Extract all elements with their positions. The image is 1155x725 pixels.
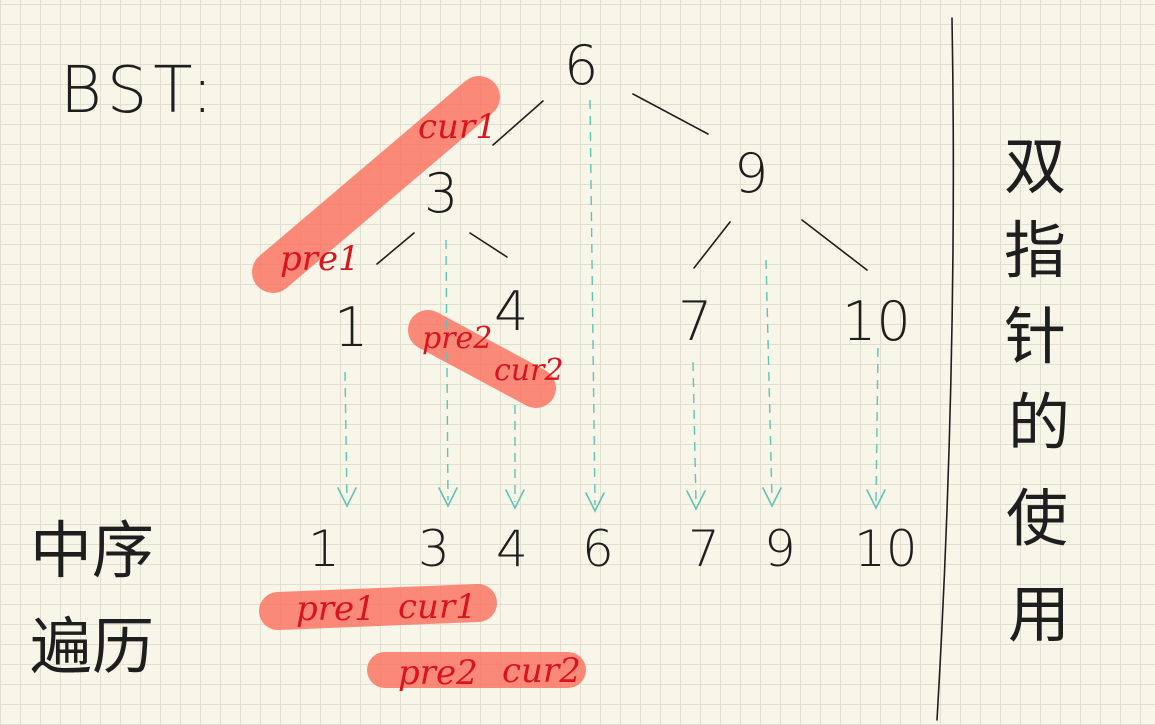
inorder-sequence: 1 3 4 6 7 9 10 — [308, 520, 918, 578]
tree-node-1: 1 — [334, 296, 368, 359]
edge-9-10 — [801, 219, 868, 271]
bst-tree: 6 3 9 1 4 7 10 — [334, 34, 911, 359]
tree-label-cur1: cur1 — [418, 107, 497, 147]
tree-node-10: 10 — [842, 290, 911, 353]
side-title-char-6: 用 — [1008, 578, 1070, 651]
sequence-value-9: 9 — [764, 520, 796, 578]
arrow-7-head — [686, 490, 706, 511]
arrow-1-head — [337, 487, 357, 508]
tree-label-pre1: pre1 — [280, 239, 360, 279]
arrow-4-head — [505, 489, 525, 510]
side-title-char-2: 指 — [1004, 214, 1066, 287]
edge-3-1 — [376, 232, 415, 265]
sequence-value-1: 1 — [308, 520, 340, 578]
tree-node-3: 3 — [424, 162, 458, 225]
arrow-3-head — [438, 487, 458, 508]
tree-node-4: 4 — [494, 280, 528, 343]
side-title-char-3: 针 — [1004, 300, 1066, 373]
arrow-6-head — [585, 492, 605, 513]
sequence-label-cur2: cur2 — [502, 651, 581, 691]
inorder-label-line2: 遍历 — [30, 610, 154, 683]
tree-label-cur2: cur2 — [494, 353, 564, 388]
tree-node-9: 9 — [734, 142, 768, 205]
inorder-label-line1: 中序 — [30, 514, 154, 587]
mapping-arrows — [337, 99, 886, 513]
edge-3-4 — [469, 232, 508, 258]
diagram-title: BST: — [60, 54, 219, 128]
side-title-char-5: 使 — [1006, 482, 1068, 555]
sequence-value-6: 6 — [582, 520, 614, 578]
sequence-label-pre1: pre1 — [296, 589, 376, 629]
sequence-value-3: 3 — [418, 520, 450, 578]
side-title-char-1: 双 — [1004, 130, 1066, 203]
arrow-10-head — [866, 489, 886, 510]
highlight-pre1-cur1-tree — [252, 76, 500, 293]
tree-node-7: 7 — [678, 290, 712, 353]
divider-line — [936, 17, 955, 721]
sequence-value-4: 4 — [496, 520, 528, 578]
sequence-label-pre2: pre2 — [398, 653, 478, 693]
sequence-label-cur1: cur1 — [398, 587, 477, 627]
sequence-value-7: 7 — [688, 520, 720, 578]
edge-6-3 — [492, 100, 544, 146]
arrow-6 — [589, 99, 596, 506]
arrow-1 — [344, 371, 348, 501]
arrow-9-head — [762, 487, 782, 508]
arrow-10 — [875, 347, 879, 503]
side-title: 双 指 针 的 使 用 — [1004, 130, 1070, 651]
edge-9-7 — [693, 221, 731, 269]
tree-node-6: 6 — [564, 34, 598, 97]
highlight-pre2-cur2-tree — [408, 310, 556, 408]
arrow-9 — [765, 259, 773, 501]
arrow-3 — [445, 239, 449, 501]
arrow-7 — [692, 361, 697, 504]
tree-label-pre2: pre2 — [422, 321, 492, 356]
sequence-value-10: 10 — [854, 520, 918, 578]
highlight-pre1-cur1-sequence — [259, 584, 497, 630]
tree-edges — [376, 93, 868, 271]
side-title-char-4: 的 — [1008, 386, 1070, 459]
edge-6-9 — [632, 93, 709, 135]
